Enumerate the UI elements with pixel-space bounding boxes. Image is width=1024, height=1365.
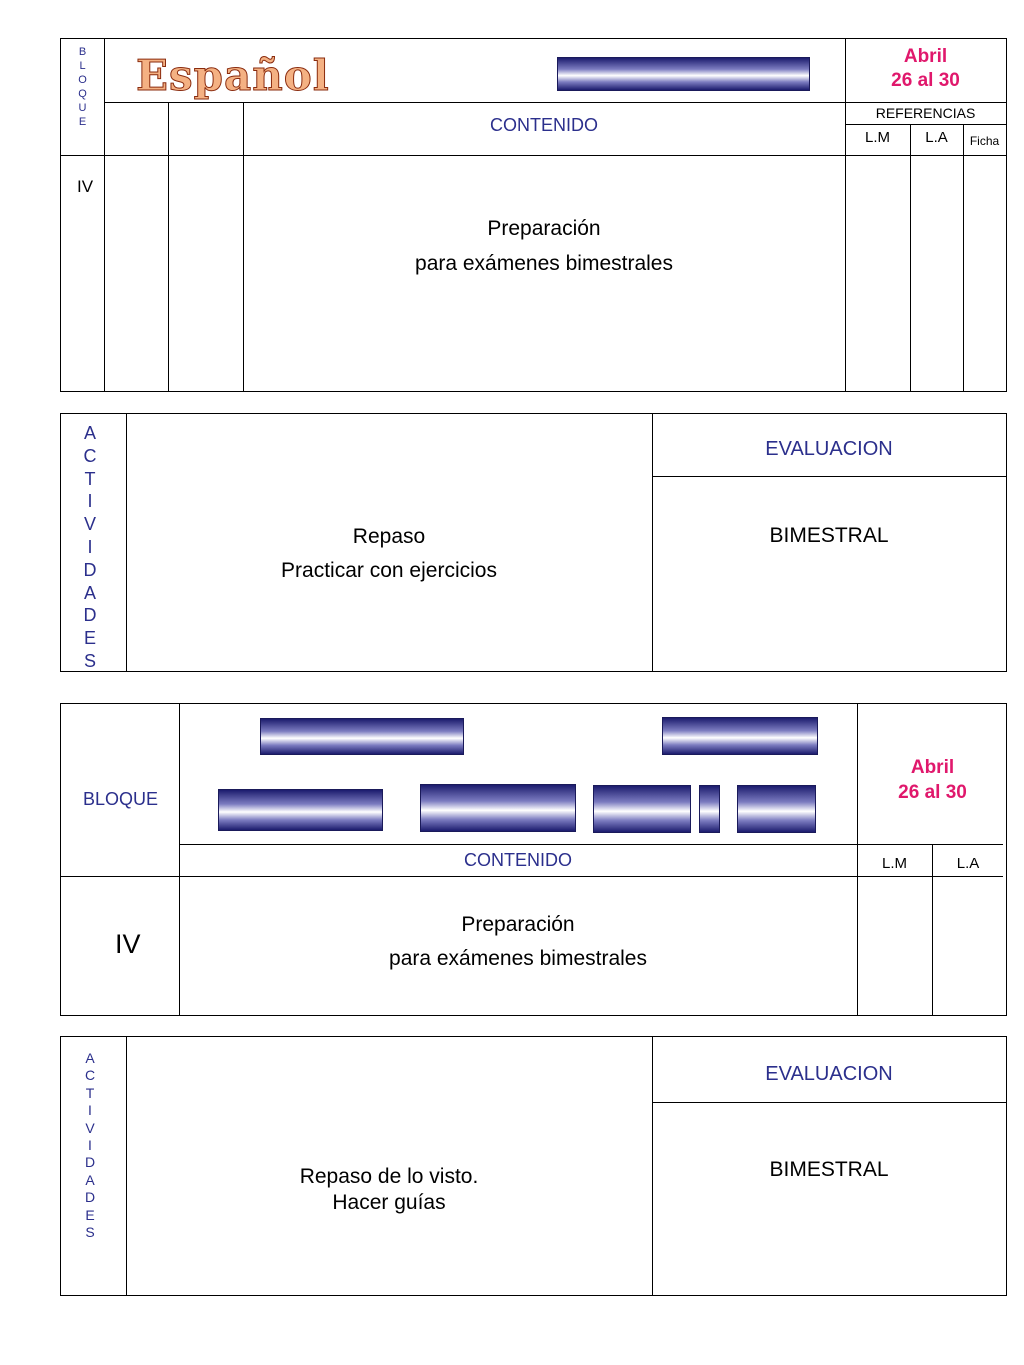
divider	[652, 1102, 1006, 1103]
content-header: CONTENIDO	[464, 850, 572, 870]
decorative-bar	[557, 57, 810, 91]
divider	[243, 102, 244, 391]
divider	[932, 844, 933, 1015]
decorative-bar	[420, 784, 576, 832]
divider	[61, 876, 1003, 877]
content-header: CONTENIDO	[490, 115, 598, 135]
divider	[652, 476, 1006, 477]
col-lm-header: L.M	[864, 129, 890, 146]
divider	[910, 124, 911, 391]
decorative-bar	[260, 718, 464, 755]
evaluation-value: BIMESTRAL	[769, 1158, 889, 1181]
divider	[652, 1037, 653, 1295]
activities-table-1: A C T I V I D A D E S Repaso Practicar c…	[60, 413, 1007, 672]
actividades-vertical-label: A C T I V I D A D E S	[83, 423, 97, 671]
block-number: IV	[77, 177, 94, 196]
divider	[963, 124, 964, 391]
content-text: Preparación para exámenes bimestrales	[389, 913, 647, 970]
content-table-2: BLOQUE Abril 26 al 30 CONTENIDO L.M L.A …	[60, 703, 1007, 1016]
bloque-vertical-label: B L O Q U E	[78, 46, 87, 128]
date-label: Abril 26 al 30	[891, 46, 960, 91]
divider	[179, 704, 180, 1015]
decorative-bar	[699, 785, 720, 833]
actividades-vertical-label: A C T I V I D A D E S	[84, 1050, 96, 1241]
subject-title: Español	[136, 51, 330, 101]
activities-text: Repaso de lo visto. Hacer guías	[299, 1165, 479, 1214]
divider	[857, 704, 858, 1015]
evaluation-header: EVALUACION	[765, 1063, 893, 1085]
evaluation-value: BIMESTRAL	[769, 524, 889, 547]
decorative-bar	[662, 717, 818, 755]
block-number: IV	[115, 929, 141, 959]
activities-table-2: A C T I V I D A D E S Repaso de lo visto…	[60, 1036, 1007, 1296]
references-header: REFERENCIAS	[875, 105, 976, 121]
content-text: Preparación para exámenes bimestrales	[415, 217, 673, 275]
col-lm-header: L.M	[881, 855, 907, 872]
activities-text: Repaso Practicar con ejercicios	[281, 525, 497, 582]
divider	[845, 124, 1006, 125]
divider	[126, 1037, 127, 1295]
divider	[652, 414, 653, 671]
divider	[179, 844, 1003, 845]
date-label: Abril 26 al 30	[898, 757, 967, 803]
evaluation-header: EVALUACION	[765, 438, 893, 460]
divider	[61, 155, 1006, 156]
bloque-label: BLOQUE	[83, 789, 159, 809]
decorative-bar	[593, 785, 691, 833]
content-table-1: B L O Q U E Español Abril 26 al 30 REFER…	[60, 38, 1007, 392]
col-ficha-header: Ficha	[969, 134, 1000, 148]
col-la-header: L.A	[925, 129, 948, 146]
divider	[104, 102, 1006, 103]
divider	[126, 414, 127, 671]
decorative-bar	[737, 785, 816, 833]
divider	[845, 39, 846, 391]
decorative-bar	[218, 789, 383, 831]
divider	[104, 39, 105, 391]
divider	[168, 102, 169, 391]
col-la-header: L.A	[956, 855, 980, 872]
